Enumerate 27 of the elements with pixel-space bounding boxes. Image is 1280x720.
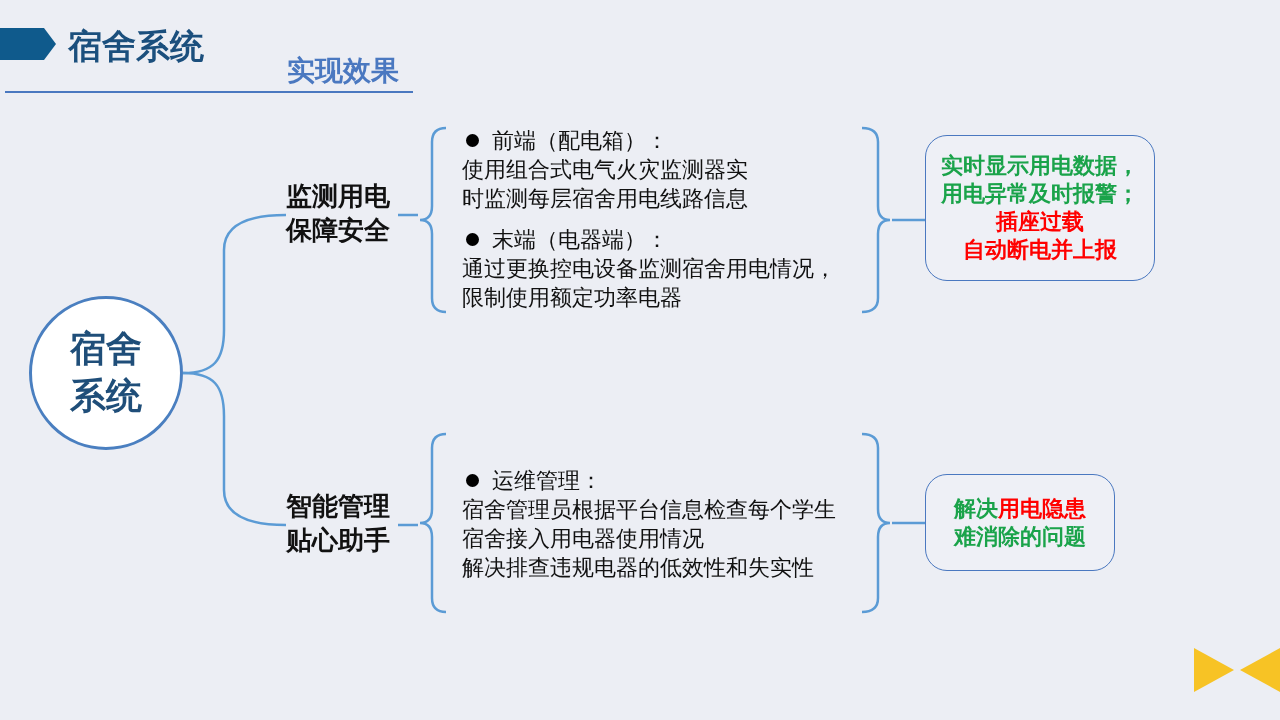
list-text: 解决排查违规电器的低效性和失实性 <box>462 554 815 582</box>
braced-list <box>418 126 892 314</box>
braced-list <box>418 432 892 614</box>
list-text: 使用组合式电气火灾监测器实时监测每层宿舍用电线路信息 <box>462 156 749 213</box>
result-text: 解决 <box>954 495 998 521</box>
result-text: 用电隐患 <box>998 495 1086 521</box>
list-heading: 前端（配电箱）： <box>462 126 668 155</box>
result-box <box>925 135 1155 281</box>
connector-line <box>892 521 925 525</box>
connector-line <box>398 213 418 217</box>
list-text: 通过更换控电设备监测宿舍用电情况，限制使用额定功率电器 <box>462 255 837 312</box>
result-text: 难消除的问题 <box>954 523 1086 549</box>
topic-label: 智能管理贴心助手 <box>286 490 391 557</box>
connector-line <box>398 523 418 527</box>
title: 宿舍系统 <box>68 26 204 67</box>
subtitle: 实现效果 <box>287 54 399 88</box>
system-circle: 宿舍系统 <box>29 296 183 450</box>
connector-line <box>892 218 925 222</box>
result-text: 实时显示用电数据，用电异常及时报警； <box>940 152 1140 208</box>
connector-line <box>182 371 287 527</box>
topic-label: 监测用电保障安全 <box>286 180 391 247</box>
result-text: 自动断电并上报 <box>963 237 1117 262</box>
list-heading: 运维管理： <box>462 466 602 495</box>
list-heading: 末端（电器端）： <box>462 225 668 254</box>
result-box <box>925 474 1115 571</box>
list-text: 宿舍管理员根据平台信息检查每个学生宿舍接入用电器使用情况 <box>462 496 837 553</box>
result-text: 插座过载 <box>996 209 1084 234</box>
